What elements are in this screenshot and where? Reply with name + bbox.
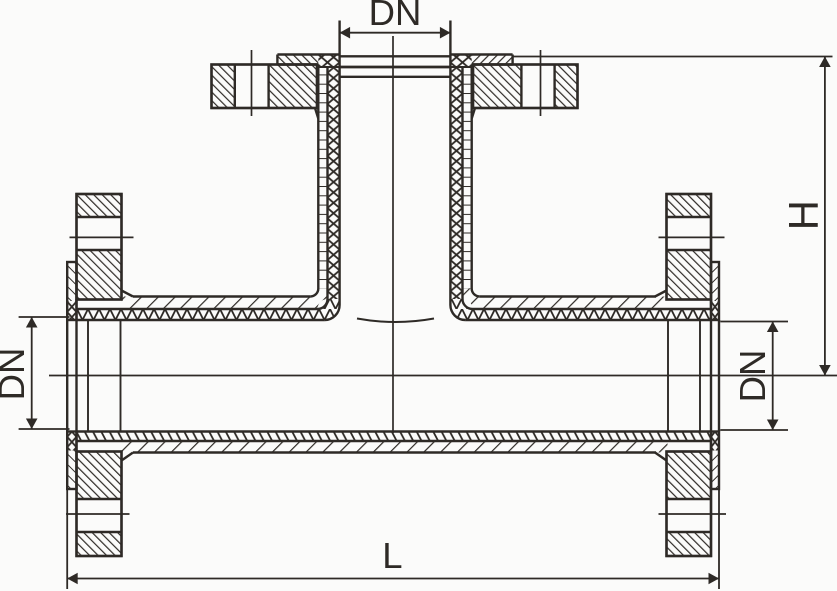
svg-text:L: L — [382, 535, 402, 576]
svg-text:DN: DN — [0, 348, 32, 401]
svg-text:DN: DN — [369, 0, 422, 33]
svg-text:DN: DN — [732, 350, 773, 403]
svg-text:H: H — [780, 200, 827, 230]
